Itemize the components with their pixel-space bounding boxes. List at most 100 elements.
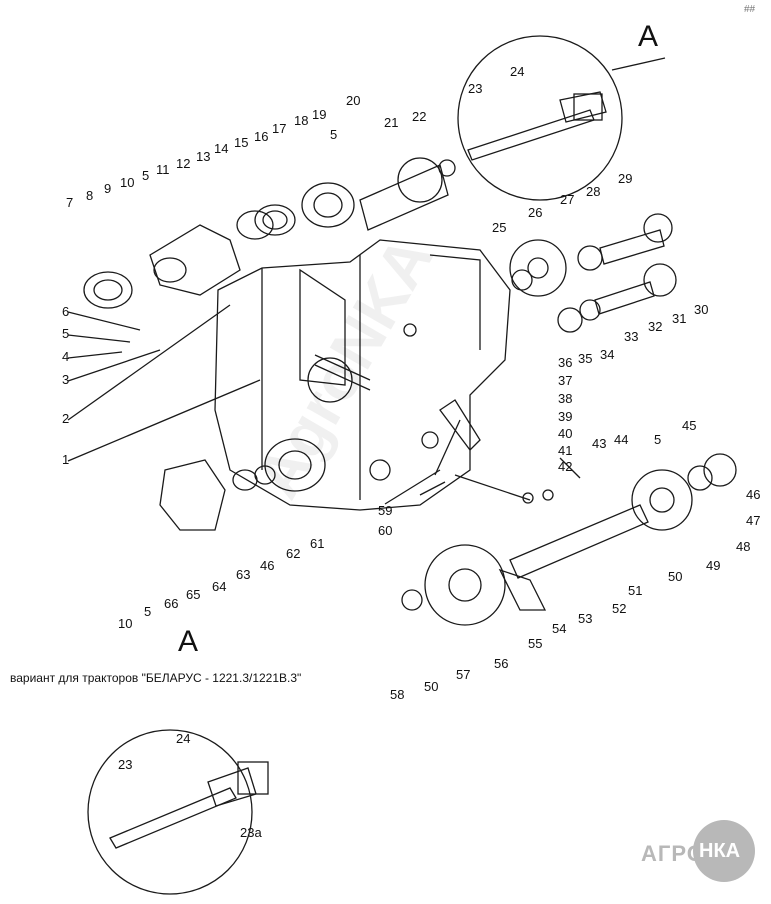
part-label: 15: [234, 135, 249, 150]
part-label: 6: [62, 304, 70, 319]
part-label: 5: [144, 604, 152, 619]
agronka-logo: АГРО НКА: [641, 814, 759, 886]
part-label: 36: [558, 355, 573, 370]
part-label: 1: [62, 452, 70, 467]
part-label: 22: [412, 109, 427, 124]
bearing-cover-12: [149, 224, 241, 296]
part-label: 46: [746, 487, 761, 502]
gear-21: [359, 164, 449, 231]
gear-26: [509, 239, 567, 297]
part-label: 9: [104, 181, 112, 196]
part-label: 57: [456, 667, 471, 682]
gear-35: [557, 307, 583, 333]
part-label: 61: [310, 536, 325, 551]
shaft-51: [509, 504, 649, 579]
part-label: 2: [62, 411, 70, 426]
gearbox-housing: [214, 239, 511, 511]
ring-15: [236, 210, 274, 240]
part-label: 50: [424, 679, 439, 694]
washer-43: [542, 489, 554, 501]
part-label: 23: [118, 757, 133, 772]
part-label: 58: [390, 687, 405, 702]
part-label: 42: [558, 459, 573, 474]
detail-leader-top: [611, 57, 666, 71]
part-label: 64: [212, 579, 227, 594]
part-label: 8: [86, 188, 94, 203]
part-label: 33: [624, 329, 639, 344]
part-label: 11: [156, 162, 170, 177]
part-label: 21: [384, 115, 399, 130]
part-label: 34: [600, 347, 615, 362]
gear-30: [643, 263, 677, 297]
part-label: 30: [694, 302, 709, 317]
washer-58: [401, 589, 423, 611]
part-label: 10: [120, 175, 135, 190]
gear-28: [577, 245, 603, 271]
part-label: 13: [196, 149, 211, 164]
part-label: 5: [654, 432, 662, 447]
part-label: 46: [260, 558, 275, 573]
part-label: 27: [560, 192, 575, 207]
bearing-25: [511, 269, 533, 291]
part-label: 25: [492, 220, 507, 235]
detail-letter-bottom: A: [178, 625, 199, 658]
part-label: 60: [378, 523, 393, 538]
part-label: 65: [186, 587, 201, 602]
part-label: 24: [510, 64, 525, 79]
detail-shaft-top: [467, 91, 607, 161]
cover-64: [159, 459, 226, 531]
detail-shaft-bottom: [109, 761, 269, 849]
variant-caption: вариант для тракторов "БЕЛАРУС - 1221.3/…: [10, 671, 302, 685]
lever-38: [439, 399, 481, 451]
part-label: 55: [528, 636, 543, 651]
part-label: 52: [612, 601, 627, 616]
part-label: 7: [66, 195, 74, 210]
part-label: 23: [468, 81, 483, 96]
part-label: 20: [346, 93, 361, 108]
bearing-17: [301, 182, 355, 228]
part-label: 38: [558, 391, 573, 406]
part-label: 14: [214, 141, 229, 156]
part-label: 62: [286, 546, 301, 561]
part-label: 39: [558, 409, 573, 424]
detail-circle-bottom: [87, 729, 253, 895]
part-label: 17: [272, 121, 287, 136]
part-label: 3: [62, 372, 70, 387]
part-label: 47: [746, 513, 761, 528]
ring-16: [254, 204, 296, 236]
part-label: 63: [236, 567, 251, 582]
fork-53: [498, 568, 547, 611]
part-label: 53: [578, 611, 593, 626]
part-label: 56: [494, 656, 509, 671]
part-label: 24: [176, 731, 191, 746]
part-label: 45: [682, 418, 697, 433]
gear-57: [424, 544, 506, 626]
part-label: 51: [628, 583, 643, 598]
bearing-22: [438, 159, 456, 177]
part-label: 37: [558, 373, 573, 388]
part-label: 5: [330, 127, 338, 142]
input-shaft: [314, 354, 371, 391]
part-label: 32: [648, 319, 663, 334]
part-label: 49: [706, 558, 721, 573]
part-label: 54: [552, 621, 567, 636]
part-label: 26: [528, 205, 543, 220]
part-label: 23а: [240, 825, 262, 840]
part-label: 4: [62, 349, 70, 364]
logo-circle: НКА: [693, 820, 755, 882]
part-label: 31: [672, 311, 687, 326]
logo-circle-text: НКА: [699, 840, 741, 862]
part-label: 19: [312, 107, 327, 122]
part-label: 28: [586, 184, 601, 199]
bearing-62: [264, 438, 326, 492]
part-label: 40: [558, 426, 573, 441]
part-label: 16: [254, 129, 269, 144]
part-label: 29: [618, 171, 633, 186]
detail-circle-top: [457, 35, 623, 201]
shaft-29: [599, 229, 665, 265]
part-label: 18: [294, 113, 309, 128]
corner-mark: ##: [744, 4, 756, 15]
ring-33: [579, 299, 601, 321]
